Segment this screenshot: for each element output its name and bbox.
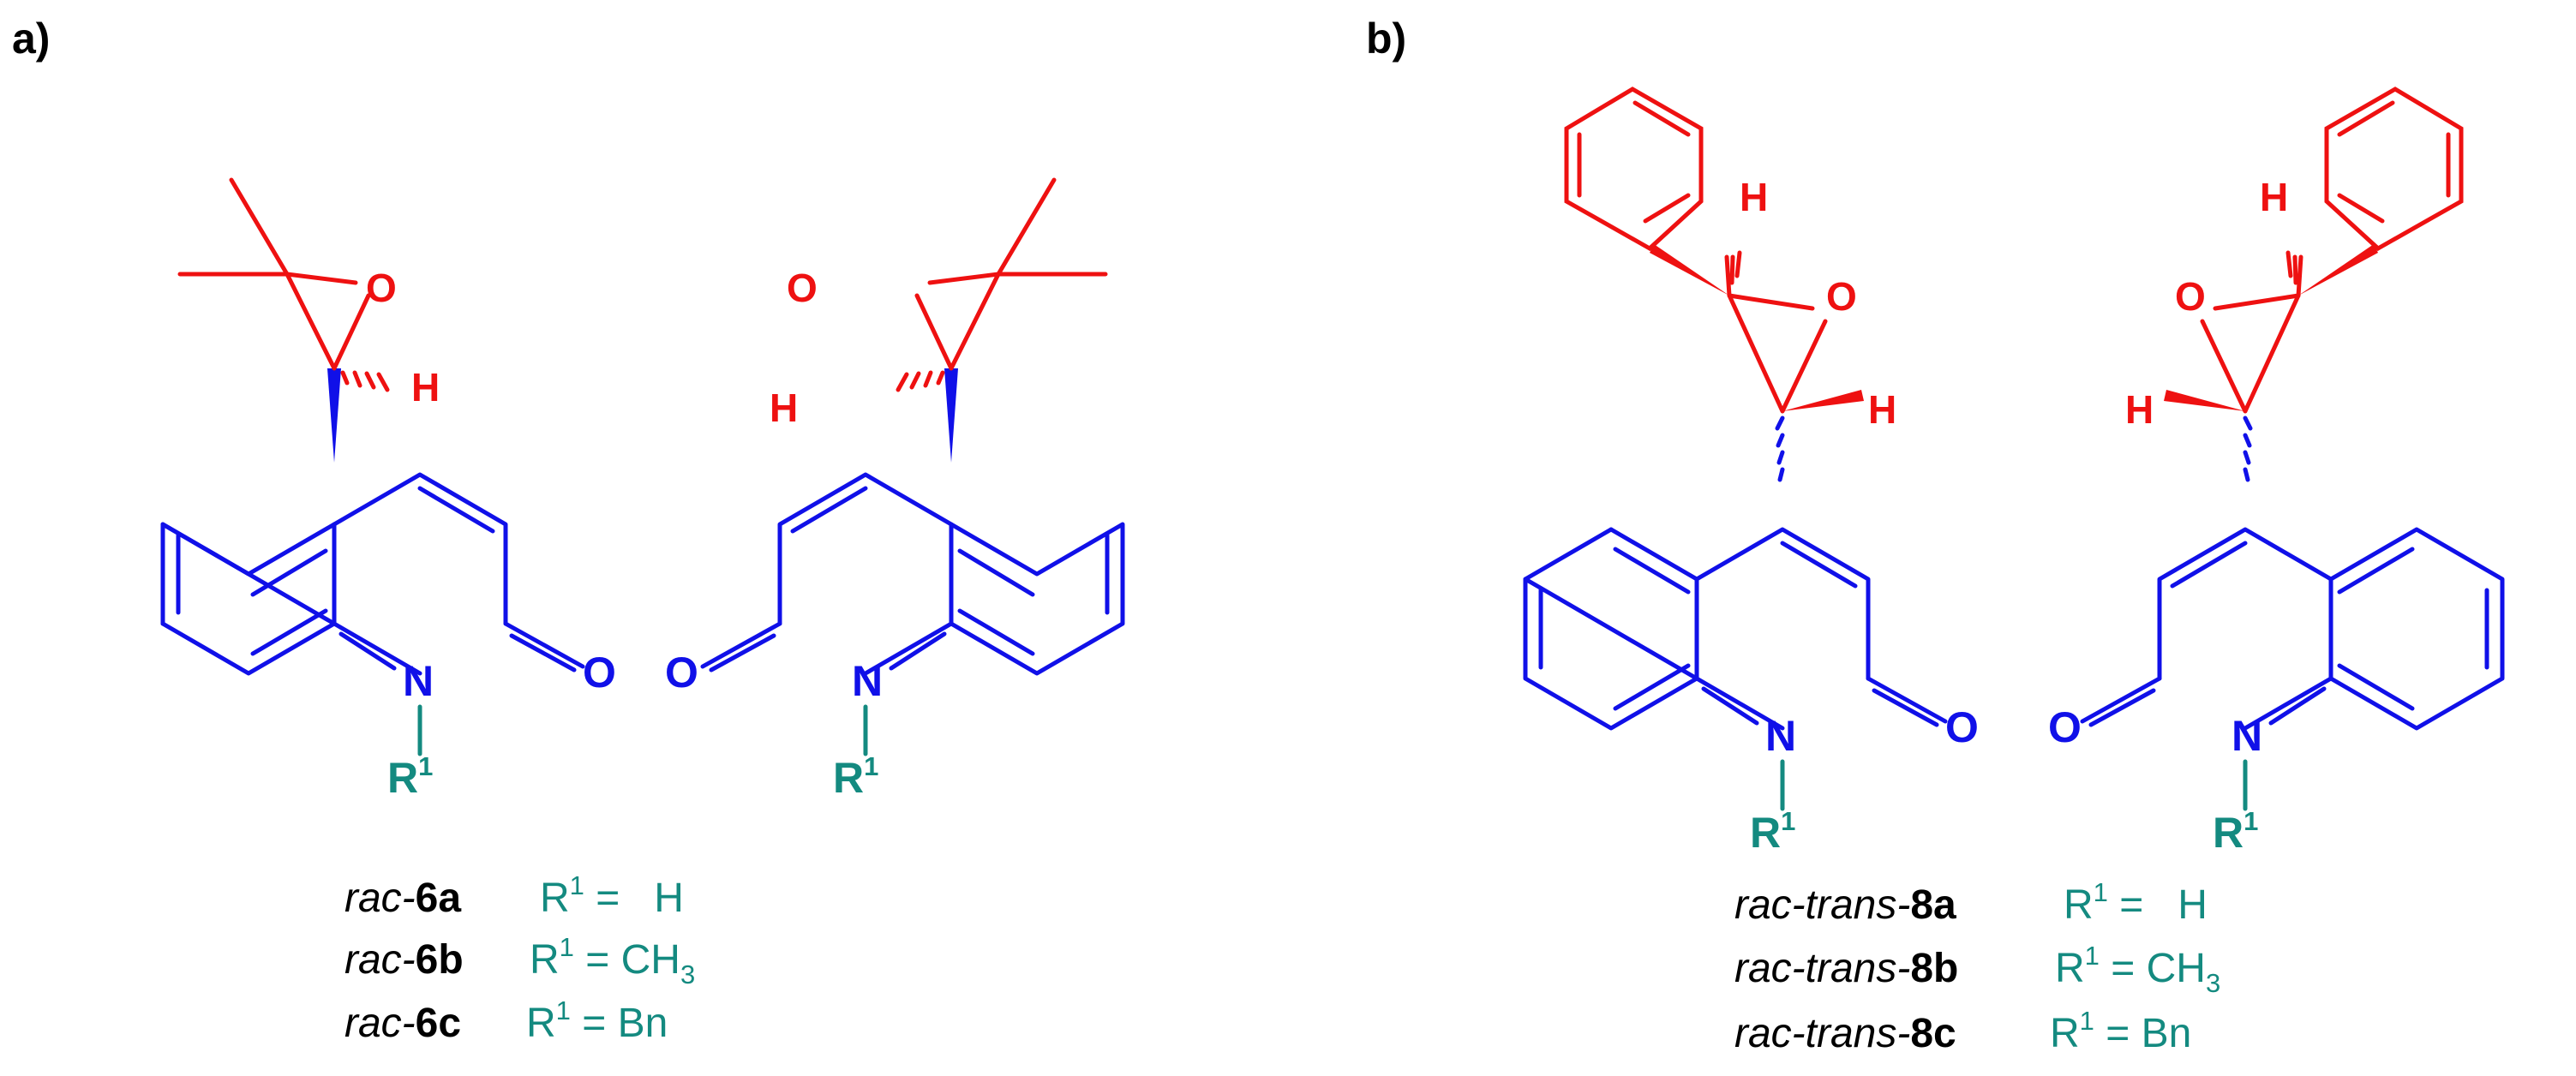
wedge-bond: [327, 368, 341, 463]
substituent-label: R1: [833, 751, 878, 802]
oxygen-atom-epoxide: O: [2175, 274, 2206, 319]
oxygen-atom-carbonyl: O: [2048, 703, 2082, 751]
hydrogen-atom: H: [2260, 175, 2288, 219]
hydrogen-atom: H: [2125, 387, 2154, 432]
epoxide-group-8-left: [1564, 87, 1864, 482]
oxygen-atom-epoxide: O: [1826, 274, 1857, 319]
panel-label-a: a): [12, 15, 50, 63]
epoxide-group-8-right: [2164, 87, 2464, 482]
substituent-label: R1: [2213, 806, 2258, 857]
quinolinone-core: [700, 472, 1125, 676]
hydrogen-atom: H: [1868, 387, 1896, 432]
quinolinone-core: [2080, 527, 2505, 731]
nitrogen-atom: N: [2232, 712, 2262, 760]
substituent-label: R1: [1750, 806, 1795, 857]
hydrogen-atom: H: [1740, 175, 1768, 219]
epoxide-group-6-left: [177, 177, 390, 463]
oxygen-atom-epoxide: O: [366, 266, 397, 310]
nitrogen-atom: N: [403, 657, 434, 705]
oxygen-atom-carbonyl: O: [665, 649, 698, 696]
wedge-bond: [2298, 244, 2378, 296]
oxygen-atom-epoxide: O: [787, 266, 818, 310]
wedge-bond: [944, 368, 958, 463]
epoxide-group-6-right: [896, 177, 1108, 463]
quinolinone-core: [160, 472, 585, 676]
molecule-8-right: N O R1: [2048, 527, 2505, 857]
molecule-6-right: N O R1: [665, 472, 1125, 802]
wedge-bond: [1650, 244, 1729, 296]
quinolinone-core: [1523, 527, 1948, 731]
molecule-8-left: N O R1: [1523, 527, 1979, 857]
nitrogen-atom: N: [852, 657, 883, 705]
panel-label-b: b): [1366, 15, 1406, 63]
oxygen-atom-carbonyl: O: [1945, 703, 1979, 751]
molecule-6-left: N O R1: [160, 472, 616, 802]
nitrogen-atom: N: [1765, 712, 1796, 760]
wedge-bond: [1782, 390, 1864, 411]
hydrogen-atom: H: [411, 365, 440, 409]
hydrogen-atom: H: [770, 386, 798, 430]
wedge-bond: [2164, 390, 2245, 411]
substituent-label: R1: [387, 751, 433, 802]
oxygen-atom-carbonyl: O: [583, 649, 616, 696]
